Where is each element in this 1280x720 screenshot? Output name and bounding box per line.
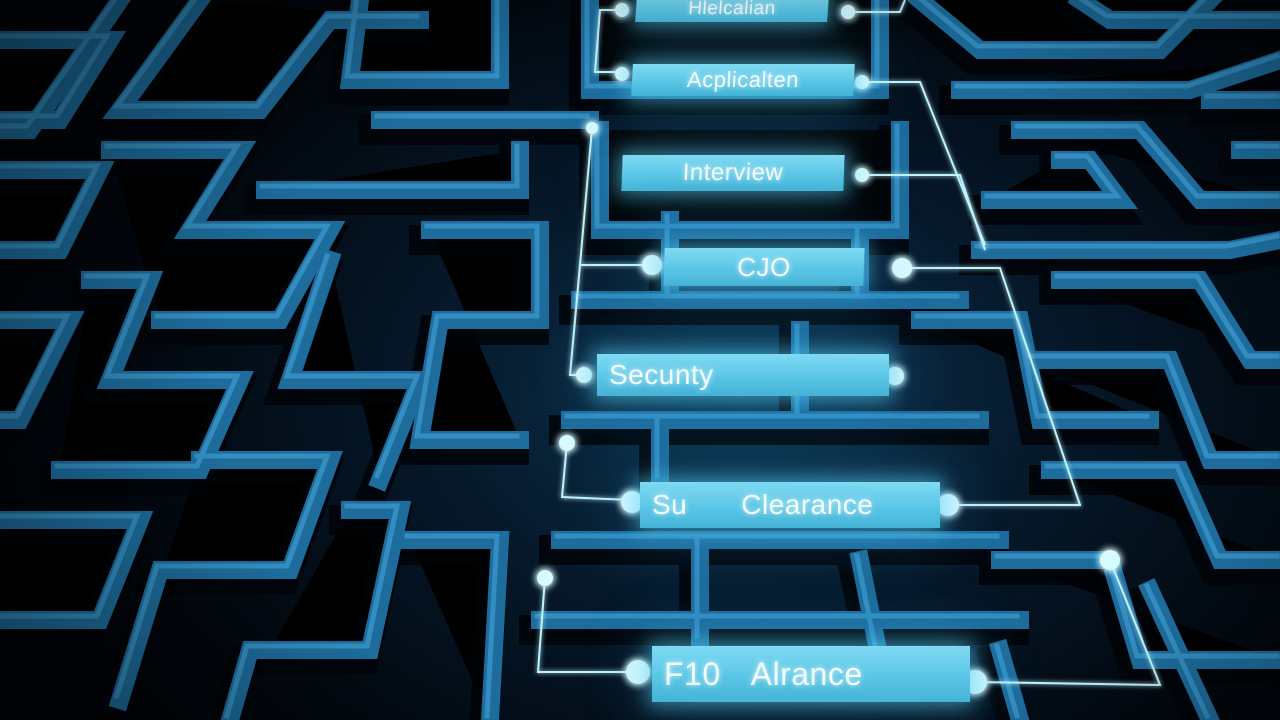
step-label-5-text: Secunty — [609, 359, 714, 390]
step-label-7: F10 Alrance — [652, 646, 970, 702]
step-label-2: Acplicalten — [631, 64, 855, 96]
step-label-4: CJO — [663, 248, 865, 286]
step-label-4-text: CJO — [736, 251, 792, 282]
step-label-7-prefix: F10 — [664, 655, 721, 692]
step-label-3-text: Interview — [682, 159, 784, 186]
step-label-7-text: Alrance — [750, 655, 863, 692]
step-label-1: Hlelcalian — [635, 0, 829, 22]
step-label-5: Secunty — [597, 354, 889, 396]
step-label-6: Su Clearance — [640, 482, 940, 528]
step-label-3: Interview — [621, 155, 845, 191]
step-label-2-text: Acplicalten — [686, 67, 800, 92]
step-label-6-text: Clearance — [741, 489, 874, 520]
step-label-1-text: Hlelcalian — [687, 0, 777, 19]
step-label-6-prefix: Su — [652, 489, 688, 520]
